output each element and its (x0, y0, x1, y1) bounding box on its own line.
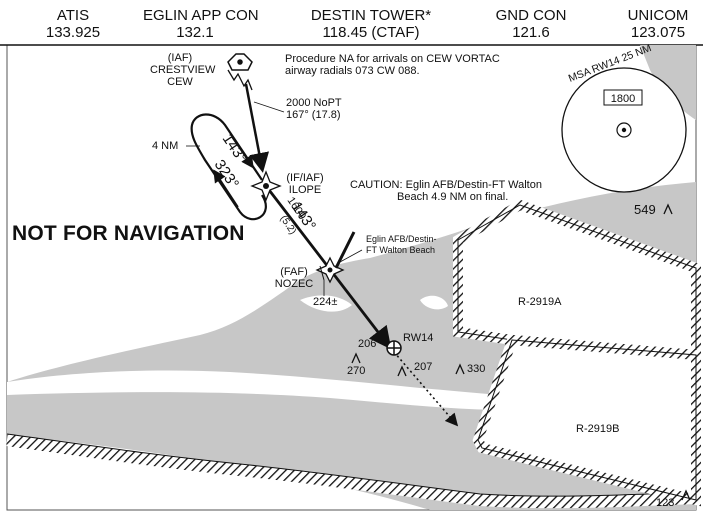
elevation-270: 270 (347, 365, 366, 377)
eglin-airport-label: Eglin AFB/Destin- FT Walton Beach (366, 234, 437, 256)
holding-distance: 4 NM (152, 140, 179, 152)
freq-gnd-con: GND CON 121.6 (486, 7, 576, 41)
vortac-symbol (227, 53, 253, 71)
freq-gnd-con-name: GND CON (495, 7, 567, 24)
crestview-role: (IAF) (167, 52, 193, 64)
obstacle-symbols (351, 203, 691, 501)
elevation-123: 123 (656, 497, 675, 509)
holding-inbound-arrow (231, 136, 254, 169)
freq-atis-value: 133.925 (45, 24, 101, 41)
caution-note: CAUTION: Eglin AFB/Destin-FT Walton Beac… (350, 179, 542, 203)
feeder-zigzag (227, 69, 253, 91)
coastline-hatched (6, 434, 697, 509)
freq-unicom-value: 123.075 (630, 24, 686, 41)
rw14-threshold-symbol (386, 340, 402, 356)
nopt-leader (253, 101, 285, 113)
eglin-runway (334, 231, 356, 269)
procedure-note-line2: airway radials 073 CW 088. (285, 65, 420, 77)
nopt-course: 167° (17.8) (286, 109, 341, 121)
freq-destin-tower-name: DESTIN TOWER* (310, 7, 432, 24)
msa-altitude-box (603, 89, 643, 106)
elevation-207: 207 (414, 361, 433, 373)
caution-line2: Beach 4.9 NM on final. (397, 191, 509, 203)
freq-eglin-app-name: EGLIN APP CON (143, 7, 259, 24)
feeder-route (244, 83, 270, 173)
ilope-role: (IF/IAF) (286, 172, 324, 184)
eglin-runway-leader (339, 249, 363, 263)
freq-destin-tower: DESTIN TOWER* 118.45 (CTAF) (298, 7, 444, 41)
freq-eglin-app: EGLIN APP CON 132.1 (143, 7, 259, 41)
nopt-altitude: 2000 NoPT (286, 97, 342, 109)
freq-unicom: UNICOM 123.075 (620, 7, 696, 41)
eglin-airport-line2: FT Walton Beach (366, 245, 436, 255)
nozec-name: NOZEC (274, 278, 314, 290)
freq-destin-tower-value: 118.45 (CTAF) (322, 24, 420, 41)
elevation-549: 549 (634, 202, 656, 217)
runway-label: RW14 (403, 332, 434, 344)
freq-gnd-con-value: 121.6 (512, 24, 550, 41)
crestview-ident: CEW (167, 76, 193, 88)
msa-altitude: 1800 (611, 93, 635, 105)
freq-atis: ATIS 133.925 (43, 7, 103, 41)
ilope-label: (IF/IAF) ILOPE (280, 172, 330, 196)
nozec-label: (FAF) NOZEC (272, 266, 316, 290)
restricted-area-r2919b (477, 339, 697, 501)
not-for-navigation-watermark: NOT FOR NAVIGATION (12, 222, 245, 245)
freq-unicom-name: UNICOM (627, 7, 689, 24)
holding-pattern (190, 113, 267, 221)
ilope-fix-symbol (250, 170, 282, 202)
eglin-airport-line1: Eglin AFB/Destin- (366, 234, 437, 244)
crestview-name: CRESTVIEW (150, 64, 216, 76)
elevation-206: 206 (358, 338, 377, 350)
msa-center-symbol (616, 122, 632, 138)
nozec-role: (FAF) (280, 266, 308, 278)
restricted-area-r2919b-label: R-2919B (576, 423, 620, 435)
procedure-note: Procedure NA for arrivals on CEW VORTAC … (285, 53, 500, 77)
elevation-330: 330 (467, 363, 486, 375)
freq-eglin-app-value: 132.1 (176, 24, 214, 41)
restricted-area-r2919a-label: R-2919A (518, 296, 562, 308)
freq-atis-name: ATIS (56, 7, 90, 24)
ilope-name: ILOPE (288, 184, 322, 196)
elevation-224: 224± (313, 296, 338, 308)
caution-line1: CAUTION: Eglin AFB/Destin-FT Walton (350, 179, 542, 191)
holding-outbound-arrow (213, 169, 239, 208)
crestview-label: (IAF) CRESTVIEW CEW (150, 52, 216, 88)
missed-approach-path (393, 351, 459, 427)
nopt-note: 2000 NoPT 167° (17.8) (286, 97, 342, 121)
procedure-note-line1: Procedure NA for arrivals on CEW VORTAC (285, 53, 500, 65)
coastline-edge (6, 433, 697, 497)
